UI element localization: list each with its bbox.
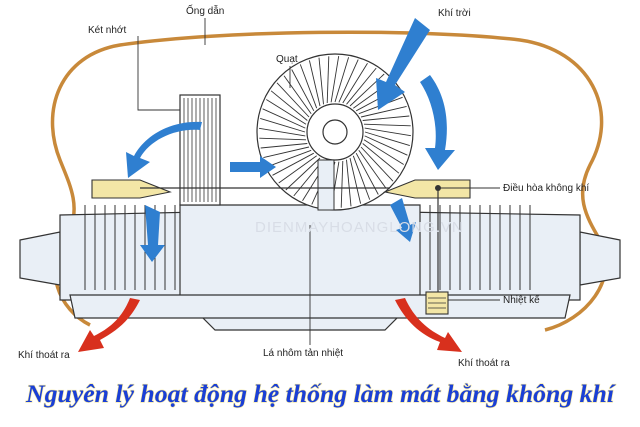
fan-blade <box>346 159 352 207</box>
fan-blade <box>262 108 306 129</box>
fan-blade <box>263 146 310 159</box>
fan-blade <box>266 99 307 125</box>
fan-blade <box>308 60 321 107</box>
fan <box>256 53 414 211</box>
fan-blade <box>364 127 411 137</box>
fan-blade <box>318 57 324 105</box>
fan-blade <box>330 56 340 103</box>
watermark: DIENMAYHOANGLONG.VN <box>255 219 464 236</box>
engine-body <box>19 204 621 331</box>
label-ket-nhot: Két nhớt <box>88 25 126 36</box>
fan-blade <box>362 115 410 121</box>
fan-blade <box>278 155 317 184</box>
cooling-fins-right <box>429 205 531 290</box>
duct-housing <box>50 30 608 332</box>
fan-blade <box>358 150 387 189</box>
fan-blade <box>338 59 359 103</box>
fan-blade <box>334 57 350 103</box>
fan-blade <box>260 117 306 133</box>
fan-blade <box>291 69 315 112</box>
fan-blade <box>340 160 344 208</box>
label-ong-dan: Ống dẫn <box>186 3 224 17</box>
fan-blade <box>346 67 377 105</box>
fan-blade <box>259 127 306 137</box>
air-regulator-right <box>383 179 471 199</box>
fan-blade <box>283 75 312 114</box>
label-dieu-hoa: Điều hòa không khí <box>503 182 589 194</box>
fan-blade <box>362 143 400 174</box>
fan-blade <box>363 139 404 165</box>
air-regulator-left <box>91 179 172 199</box>
fan-blade <box>364 135 408 156</box>
label-khi-troi: Khí trời <box>438 8 471 19</box>
thermostat <box>425 185 449 315</box>
fan-blade <box>272 152 315 176</box>
fan-blade <box>326 56 330 104</box>
fan-blade <box>352 155 371 200</box>
fan-blade <box>363 123 411 127</box>
label-quat: Quạt <box>276 54 298 65</box>
oil-cooler <box>179 94 221 206</box>
fan-blade <box>360 146 394 182</box>
fan-blade <box>349 157 362 204</box>
fan-blade <box>260 143 308 149</box>
fresh-air-arrows <box>126 18 455 262</box>
label-la-nhom: Lá nhôm tản nhiệt <box>263 348 343 359</box>
fan-blade <box>276 82 310 118</box>
fan-blade <box>299 64 318 109</box>
fan-blade <box>364 131 410 147</box>
fan-blade <box>259 137 307 141</box>
fan-blade <box>360 105 407 118</box>
label-nhiet-ke: Nhiệt kế <box>503 294 540 306</box>
fan-blade <box>342 63 368 104</box>
fan-blade <box>270 90 308 121</box>
label-khi-thoat-ra-right: Khí thoát ra <box>458 358 510 369</box>
fan-blade <box>267 149 312 168</box>
exhaust-arrows <box>78 298 462 352</box>
fan-blade <box>285 157 321 191</box>
label-leaders <box>137 18 500 345</box>
label-khi-thoat-ra-left: Khí thoát ra <box>18 350 70 361</box>
diagram-caption: Nguyên lý hoạt động hệ thống làm mát bằn… <box>25 381 616 408</box>
